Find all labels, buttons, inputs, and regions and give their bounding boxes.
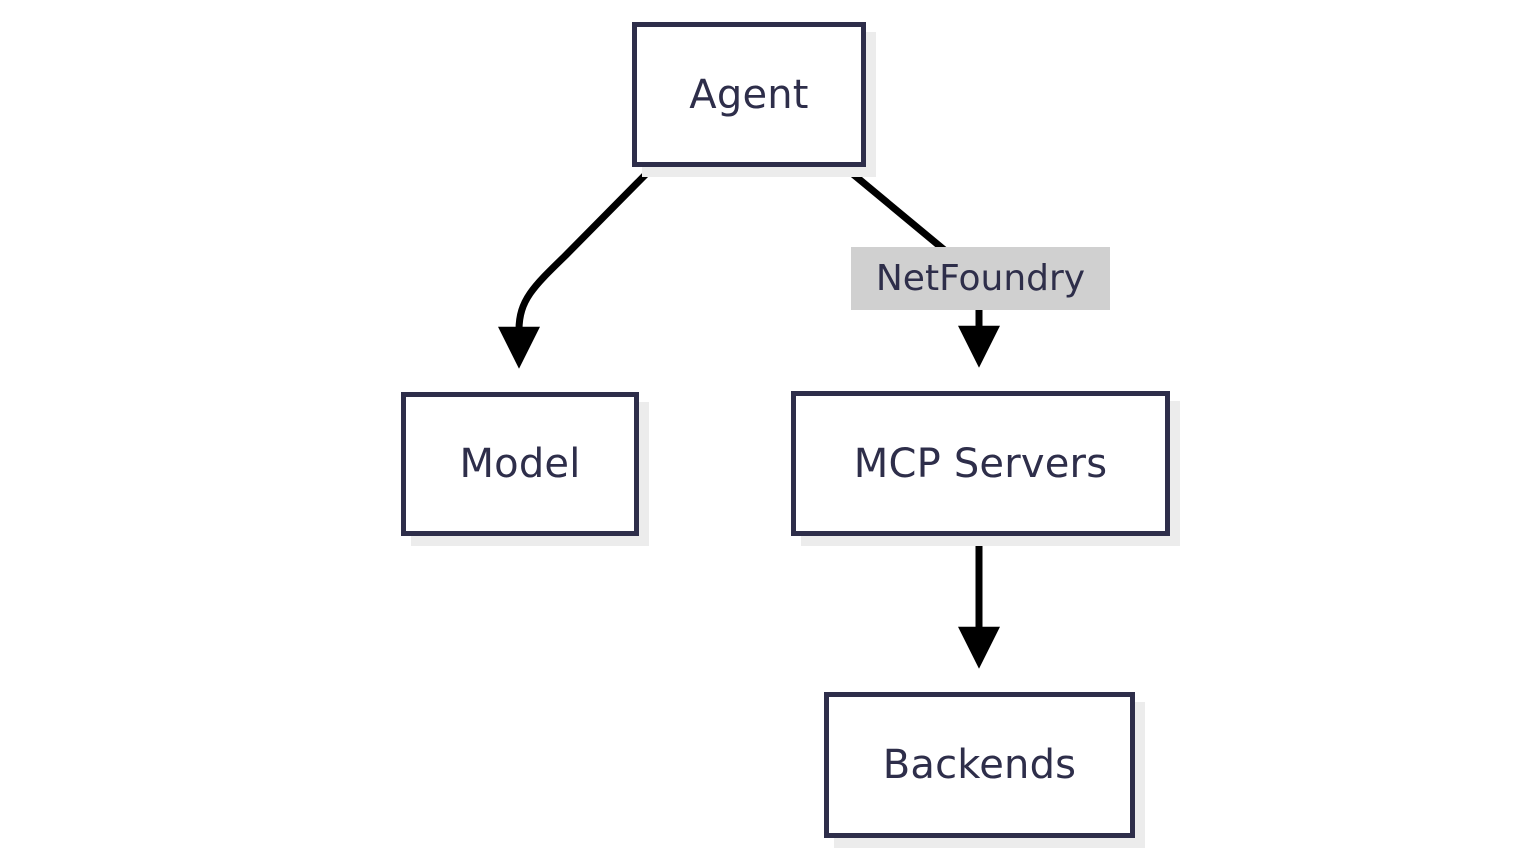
node-backends-label: Backends	[882, 742, 1077, 788]
edge-agent-to-model	[498, 167, 653, 369]
edge-label-netfoundry: NetFoundry	[851, 247, 1110, 310]
node-backends[interactable]: Backends	[824, 692, 1135, 838]
node-model-label: Model	[459, 441, 581, 487]
edge-agent-to-mcp-upper	[845, 167, 951, 256]
node-model[interactable]: Model	[401, 392, 639, 536]
node-mcp-servers-label: MCP Servers	[853, 440, 1108, 487]
node-agent-label: Agent	[689, 71, 809, 118]
node-agent[interactable]: Agent	[632, 22, 866, 167]
node-mcp-servers[interactable]: MCP Servers	[791, 391, 1170, 536]
